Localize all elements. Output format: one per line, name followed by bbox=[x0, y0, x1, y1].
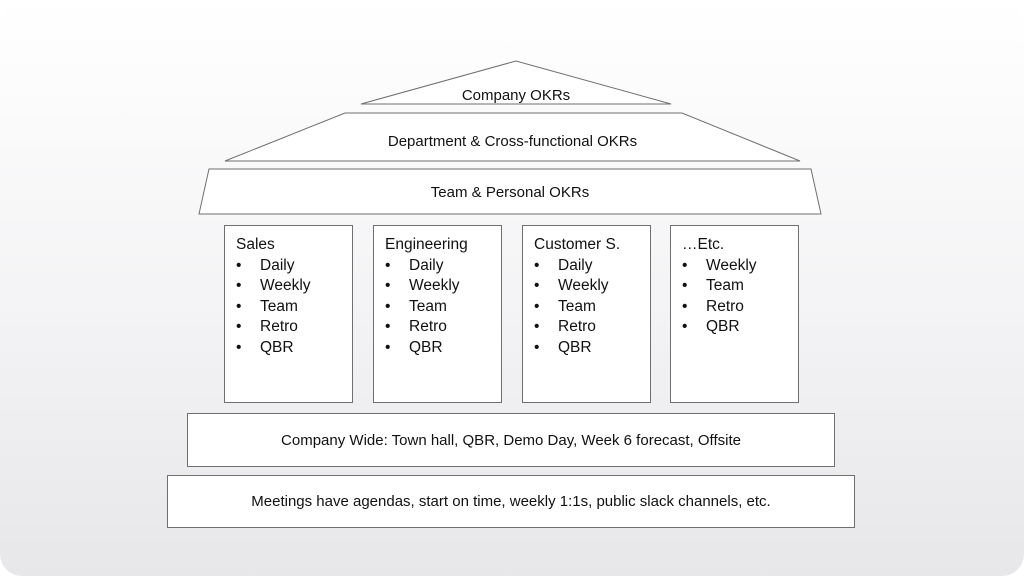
list-item: Retro bbox=[385, 317, 501, 338]
company-wide-label: Company Wide: Town hall, QBR, Demo Day, … bbox=[281, 431, 741, 449]
list-item: Weekly bbox=[534, 276, 650, 297]
pillar-list: Daily Weekly Team Retro QBR bbox=[534, 256, 650, 359]
list-item: Team bbox=[682, 276, 798, 297]
list-item: Team bbox=[534, 297, 650, 318]
list-item: Daily bbox=[534, 256, 650, 277]
pillar-engineering: Engineering Daily Weekly Team Retro QBR bbox=[373, 225, 502, 403]
pillar-list: Daily Weekly Team Retro QBR bbox=[236, 256, 352, 359]
list-item: QBR bbox=[236, 338, 352, 359]
list-item: Weekly bbox=[682, 256, 798, 277]
meetings-label: Meetings have agendas, start on time, we… bbox=[251, 493, 771, 510]
list-item: QBR bbox=[682, 317, 798, 338]
pillar-title: Customer S. bbox=[534, 236, 621, 253]
department-okrs-label: Department & Cross-functional OKRs bbox=[387, 133, 638, 150]
pillar-etc: …Etc. Weekly Team Retro QBR bbox=[670, 225, 799, 403]
list-item: QBR bbox=[534, 338, 650, 359]
meetings-foundation-bar: Meetings have agendas, start on time, we… bbox=[167, 475, 855, 528]
company-okrs-roof bbox=[360, 60, 672, 105]
list-item: QBR bbox=[385, 338, 501, 359]
list-item: Daily bbox=[236, 256, 352, 277]
pillar-list: Weekly Team Retro QBR bbox=[682, 256, 798, 338]
list-item: Team bbox=[385, 297, 501, 318]
pillar-customer-success: Customer S. Daily Weekly Team Retro QBR bbox=[522, 225, 651, 403]
pillar-title: Engineering bbox=[385, 236, 468, 253]
list-item: Retro bbox=[534, 317, 650, 338]
list-item: Weekly bbox=[236, 276, 352, 297]
list-item: Team bbox=[236, 297, 352, 318]
pillar-sales: Sales Daily Weekly Team Retro QBR bbox=[224, 225, 353, 403]
team-okrs-beam bbox=[198, 168, 822, 215]
list-item: Daily bbox=[385, 256, 501, 277]
pillar-title: …Etc. bbox=[682, 236, 725, 253]
department-okrs-roof bbox=[224, 112, 801, 162]
list-item: Retro bbox=[236, 317, 352, 338]
pillar-title: Sales bbox=[236, 236, 275, 253]
list-item: Retro bbox=[682, 297, 798, 318]
pillar-list: Daily Weekly Team Retro QBR bbox=[385, 256, 501, 359]
list-item: Weekly bbox=[385, 276, 501, 297]
company-wide-bar: Company Wide: Town hall, QBR, Demo Day, … bbox=[187, 413, 835, 467]
team-okrs-label: Team & Personal OKRs bbox=[430, 184, 590, 201]
company-okrs-label: Company OKRs bbox=[461, 87, 571, 104]
